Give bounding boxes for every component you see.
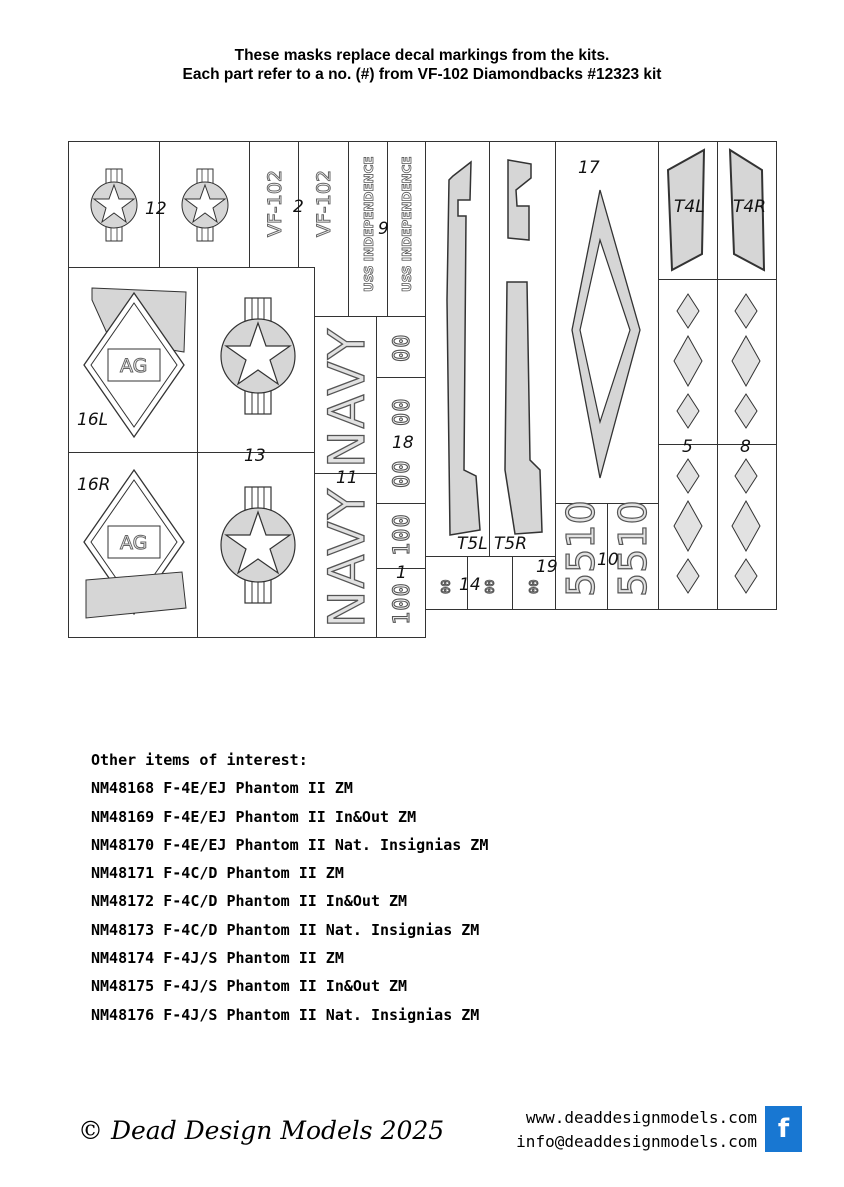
strip-t5l xyxy=(446,160,481,536)
diamonds-5b xyxy=(673,458,703,594)
uss-text-b: USS INDEPENDENCE xyxy=(400,156,414,292)
label-19: 19 xyxy=(536,557,558,577)
label-t4r: T4R xyxy=(733,197,766,217)
header-line-2: Each part refer to a no. (#) from VF-102… xyxy=(182,66,662,83)
label-14: 14 xyxy=(459,575,481,595)
other-item: NM48168 F-4E/EJ Phantom II ZM xyxy=(91,779,353,798)
page-header: These masks replace decal markings from … xyxy=(0,46,844,84)
label-16r: 16R xyxy=(77,475,110,495)
other-item: NM48174 F-4J/S Phantom II ZM xyxy=(91,949,344,968)
label-17: 17 xyxy=(578,158,600,178)
label-8: 8 xyxy=(740,437,751,457)
num-19: 00 xyxy=(527,580,541,594)
other-item: NM48175 F-4J/S Phantom II In&Out ZM xyxy=(91,977,408,996)
strip-t5r-top xyxy=(507,159,532,241)
num-5510-b: 5510 xyxy=(611,500,655,597)
website-link[interactable]: www.deaddesignmodels.com xyxy=(525,1108,757,1127)
other-item: NM48173 F-4C/D Phantom II Nat. Insignias… xyxy=(91,920,480,939)
label-9: 9 xyxy=(378,219,389,239)
other-item: NM48169 F-4E/EJ Phantom II In&Out ZM xyxy=(91,807,417,826)
num-14-b: 00 xyxy=(483,580,497,594)
facebook-icon[interactable]: f xyxy=(765,1106,802,1152)
contact-block: www.deaddesignmodels.com info@deaddesign… xyxy=(516,1106,757,1154)
header-line-1: These masks replace decal markings from … xyxy=(234,47,610,64)
brand-signature: © Dead Design Models 2025 xyxy=(78,1116,445,1145)
email-link[interactable]: info@deaddesignmodels.com xyxy=(516,1132,757,1151)
num-00-a: 00 xyxy=(390,334,415,363)
label-18: 18 xyxy=(392,433,414,453)
other-item: NM48176 F-4J/S Phantom II Nat. Insignias… xyxy=(91,1005,480,1024)
label-5: 5 xyxy=(682,437,693,457)
num-00-b: 00 xyxy=(390,398,415,427)
vf102-text-b: VF-102 xyxy=(313,170,335,237)
label-10: 10 xyxy=(597,550,619,570)
diamonds-5a xyxy=(673,293,703,429)
other-item: NM48170 F-4E/EJ Phantom II Nat. Insignia… xyxy=(91,835,489,854)
label-13: 13 xyxy=(244,446,266,466)
label-12: 12 xyxy=(145,199,167,219)
label-11: 11 xyxy=(336,468,358,488)
label-t4l: T4L xyxy=(674,197,705,217)
ag-marking-16r: AG xyxy=(83,469,187,619)
num-5510-a: 5510 xyxy=(559,500,603,597)
ag-text-l: AG xyxy=(120,355,147,377)
num-100-b: 100 xyxy=(390,582,415,625)
ag-text-r: AG xyxy=(120,532,147,554)
navy-text-a: NAVY xyxy=(318,327,376,468)
roundel-13a xyxy=(220,297,296,415)
facebook-glyph: f xyxy=(777,1114,790,1144)
diamond-17 xyxy=(571,189,641,479)
label-1: 1 xyxy=(396,563,407,583)
other-item: NM48171 F-4C/D Phantom II ZM xyxy=(91,864,344,883)
navy-text-b: NAVY xyxy=(318,487,376,628)
roundel-12b xyxy=(181,168,229,242)
diamonds-8b xyxy=(731,458,761,594)
label-t5r: T5R xyxy=(494,534,527,554)
strip-t5r xyxy=(504,281,543,535)
roundel-12a xyxy=(90,168,138,242)
uss-text-a: USS INDEPENDENCE xyxy=(362,156,376,292)
vf102-text-a: VF-102 xyxy=(264,170,286,237)
mask-sheet: 12 VF-102 VF-102 2 USS INDEPENDENCE USS … xyxy=(68,141,777,638)
roundel-13b xyxy=(220,486,296,604)
strip-t4r xyxy=(728,148,766,272)
other-items: Other items of interest: NM48168 F-4E/EJ… xyxy=(91,746,488,1029)
num-00-c: 00 xyxy=(390,460,415,489)
label-2: 2 xyxy=(293,197,304,217)
label-t5l: T5L xyxy=(457,534,488,554)
num-100-a: 100 xyxy=(390,513,415,556)
diamonds-8a xyxy=(731,293,761,429)
other-items-title: Other items of interest: xyxy=(91,751,308,769)
num-14-a: 00 xyxy=(439,580,453,594)
label-16l: 16L xyxy=(77,410,108,430)
strip-t4l xyxy=(666,148,706,272)
other-item: NM48172 F-4C/D Phantom II In&Out ZM xyxy=(91,892,408,911)
sheet-grid xyxy=(68,141,777,638)
ag-marking-16l: AG xyxy=(83,287,187,438)
